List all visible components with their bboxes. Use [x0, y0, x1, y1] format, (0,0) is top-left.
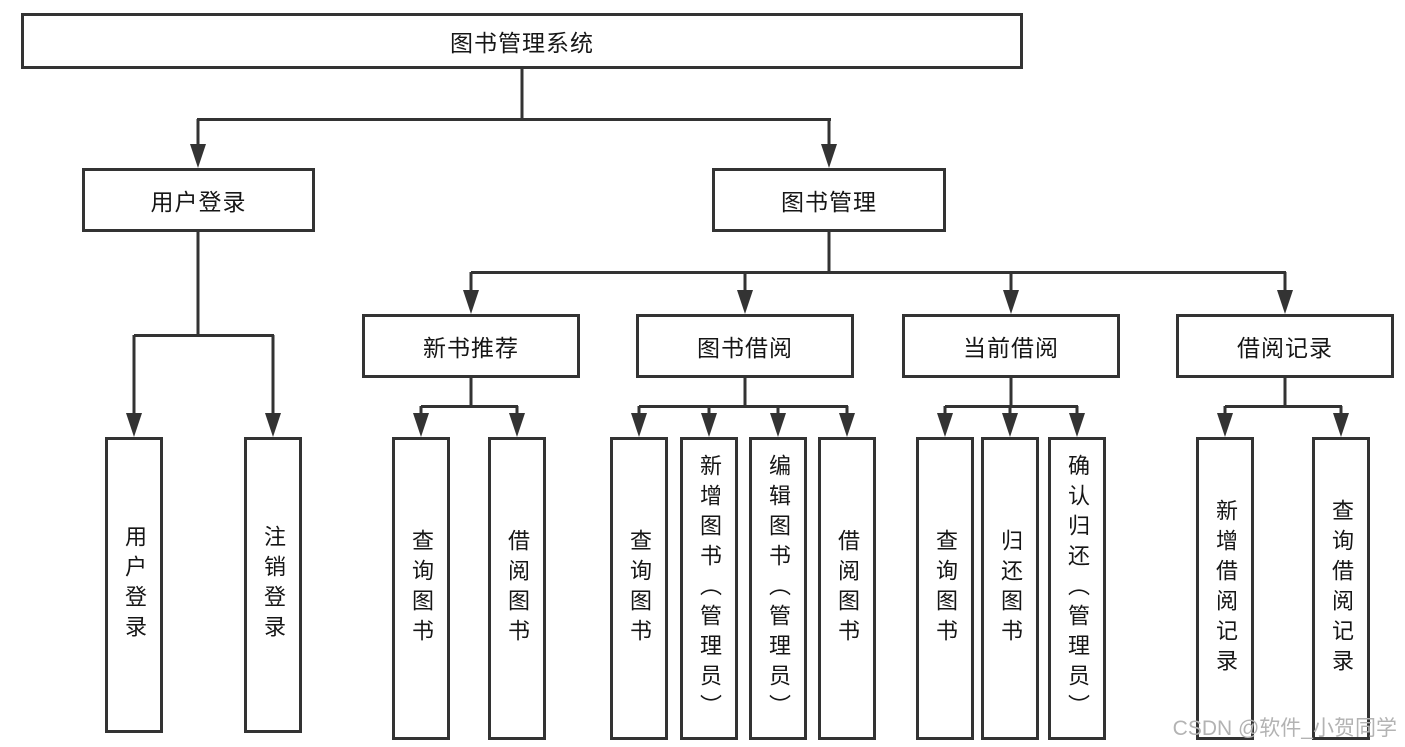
arrowhead: [509, 413, 525, 437]
leaf-label: 查询图书: [627, 528, 652, 649]
arrowhead: [463, 290, 479, 314]
node-label: 当前借阅: [963, 335, 1059, 361]
node-root: 图书管理系统: [21, 13, 1023, 69]
leaf-query-borrow-record: 查询借阅记录: [1312, 437, 1370, 740]
node-borrow-records: 借阅记录: [1176, 314, 1394, 378]
leaf-label: 用户登录: [122, 525, 147, 645]
arrowhead: [1277, 290, 1293, 314]
connector-line: [1009, 272, 1013, 292]
node-label: 图书借阅: [697, 335, 793, 361]
connector-line: [515, 406, 519, 415]
connector-line: [743, 378, 747, 406]
leaf-query-books-borrow: 查询图书: [610, 437, 668, 740]
connector-line: [132, 335, 136, 415]
leaf-label: 借阅图书: [505, 528, 530, 649]
node-new-book-recommend: 新书推荐: [362, 314, 580, 378]
connector-line: [707, 406, 711, 415]
connector-line: [1009, 378, 1013, 406]
connector-line: [421, 405, 518, 408]
connector-line: [776, 406, 780, 415]
arrowhead: [701, 413, 717, 437]
arrowhead: [1069, 413, 1085, 437]
node-label: 图书管理: [781, 189, 877, 215]
node-user-login: 用户登录: [82, 168, 315, 232]
connector-line: [469, 378, 473, 406]
leaf-label: 归还图书: [998, 528, 1023, 649]
node-label: 新书推荐: [423, 335, 519, 361]
node-label: 借阅记录: [1237, 335, 1333, 361]
connector-line: [1075, 406, 1079, 415]
connector-line: [520, 69, 524, 119]
connector-line: [1008, 406, 1012, 415]
arrowhead: [737, 290, 753, 314]
connector-line: [196, 232, 200, 335]
leaf-label: 新增图书（管理员）: [697, 453, 722, 724]
leaf-return-book: 归还图书: [981, 437, 1039, 740]
leaf-query-books-current: 查询图书: [916, 437, 974, 740]
node-label: 用户登录: [150, 189, 247, 215]
connector-line: [1339, 406, 1343, 415]
arrowhead: [839, 413, 855, 437]
leaf-add-book-admin: 新增图书（管理员）: [680, 437, 738, 740]
leaf-label: 新增借阅记录: [1213, 498, 1238, 679]
leaf-label: 查询借阅记录: [1329, 498, 1354, 679]
connector-line: [1283, 378, 1287, 406]
leaf-label: 查询图书: [933, 528, 958, 649]
arrowhead: [265, 413, 281, 437]
connector-line: [197, 118, 831, 121]
connector-line: [469, 272, 473, 292]
connector-line: [827, 232, 831, 272]
connector-line: [743, 272, 747, 292]
connector-line: [827, 119, 831, 146]
leaf-user-login: 用户登录: [105, 437, 163, 733]
node-label: 图书管理系统: [450, 30, 594, 56]
leaf-borrow-books-recommend: 借阅图书: [488, 437, 546, 740]
leaf-label: 确认归还（管理员）: [1065, 453, 1090, 724]
connector-line: [945, 405, 1078, 408]
leaf-edit-book-admin: 编辑图书（管理员）: [749, 437, 807, 740]
arrowhead: [1217, 413, 1233, 437]
leaf-logout-login: 注销登录: [244, 437, 302, 733]
connector-line: [1223, 406, 1227, 415]
leaf-label: 查询图书: [409, 528, 434, 649]
leaf-label: 借阅图书: [835, 528, 860, 649]
leaf-borrow-books: 借阅图书: [818, 437, 876, 740]
connector-line: [845, 406, 849, 415]
arrowhead: [631, 413, 647, 437]
node-book-borrow: 图书借阅: [636, 314, 854, 378]
arrowhead: [770, 413, 786, 437]
connector-line: [471, 271, 1286, 274]
arrowhead: [126, 413, 142, 437]
arrowhead: [413, 413, 429, 437]
leaf-query-books-recommend: 查询图书: [392, 437, 450, 740]
connector-line: [943, 406, 947, 415]
arrowhead: [821, 144, 837, 168]
connector-line: [134, 334, 274, 337]
arrowhead: [1333, 413, 1349, 437]
connector-line: [639, 405, 848, 408]
node-current-borrow: 当前借阅: [902, 314, 1120, 378]
arrowhead: [190, 144, 206, 168]
leaf-add-borrow-record: 新增借阅记录: [1196, 437, 1254, 740]
connector-line: [1225, 405, 1342, 408]
csdn-watermark: CSDN @软件_小贺同学: [1172, 717, 1397, 740]
leaf-label: 注销登录: [261, 525, 286, 645]
leaf-label: 编辑图书（管理员）: [766, 453, 791, 724]
connector-line: [419, 406, 423, 415]
connector-line: [271, 335, 275, 415]
connector-line: [637, 406, 641, 415]
node-book-management: 图书管理: [712, 168, 946, 232]
leaf-confirm-return-admin: 确认归还（管理员）: [1048, 437, 1106, 740]
arrowhead: [937, 413, 953, 437]
connector-line: [1283, 272, 1287, 292]
arrowhead: [1002, 413, 1018, 437]
arrowhead: [1003, 290, 1019, 314]
connector-line: [196, 119, 200, 146]
